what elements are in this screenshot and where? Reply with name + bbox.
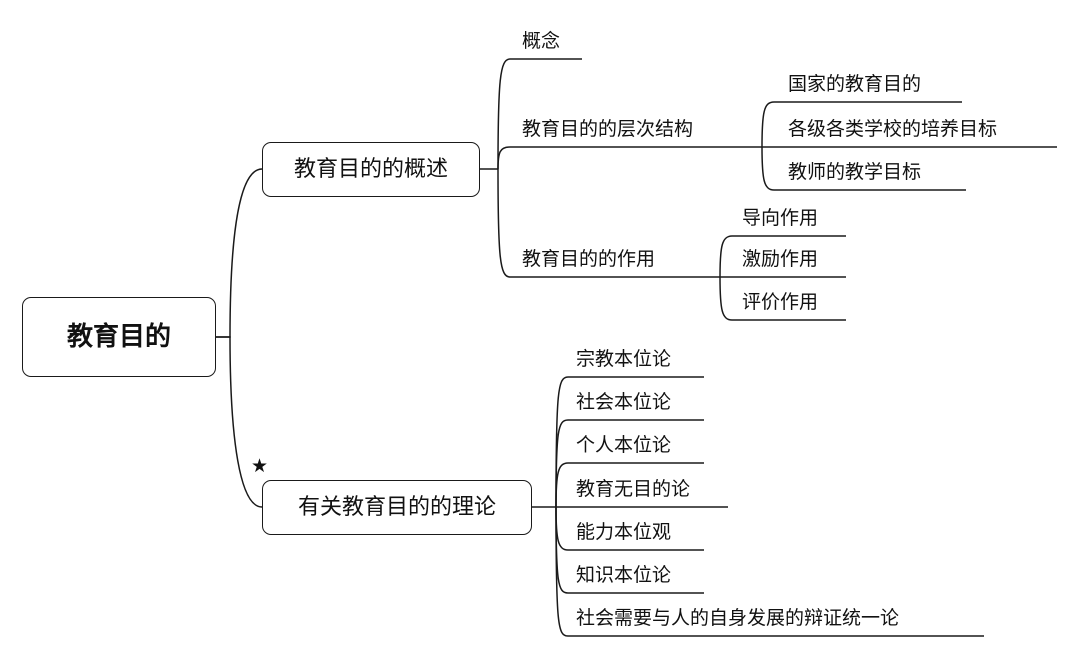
- node-religion-theory[interactable]: 宗教本位论: [576, 348, 672, 370]
- connector-hierarchy: [497, 146, 762, 170]
- connector-individual: [555, 462, 704, 508]
- node-no-aim-theory[interactable]: 教育无目的论: [576, 478, 691, 500]
- node-guide[interactable]: 导向作用: [742, 207, 819, 229]
- node-dialectic-theory[interactable]: 社会需要与人的自身发展的辩证统一论: [576, 607, 900, 629]
- root-node[interactable]: 教育目的: [22, 297, 216, 377]
- connector-root-branch1: [216, 168, 263, 338]
- connector-root-branch2: [216, 336, 263, 508]
- branch-theories[interactable]: 有关教育目的的理论: [262, 480, 532, 535]
- connector-evaluate: [719, 276, 846, 321]
- node-teacher-goal[interactable]: 教师的教学目标: [788, 161, 922, 183]
- star-icon: ★: [251, 455, 269, 477]
- connector-guide: [719, 235, 846, 278]
- node-school-goal[interactable]: 各级各类学校的培养目标: [788, 118, 998, 140]
- node-national-aim[interactable]: 国家的教育目的: [788, 73, 922, 95]
- connector-function: [497, 168, 720, 278]
- node-hierarchy[interactable]: 教育目的的层次结构: [522, 118, 694, 140]
- connector-dialectic: [555, 506, 984, 637]
- node-evaluate[interactable]: 评价作用: [742, 291, 819, 313]
- node-ability-theory[interactable]: 能力本位观: [576, 521, 672, 543]
- node-motivate[interactable]: 激励作用: [742, 248, 819, 270]
- node-social-theory[interactable]: 社会本位论: [576, 391, 672, 413]
- node-function[interactable]: 教育目的的作用: [522, 248, 656, 270]
- node-concept[interactable]: 概念: [522, 30, 561, 52]
- node-individual-theory[interactable]: 个人本位论: [576, 434, 672, 456]
- connector-concept: [497, 58, 582, 170]
- branch-overview[interactable]: 教育目的的概述: [262, 142, 480, 197]
- connector-teacher: [761, 146, 966, 191]
- node-knowledge-theory[interactable]: 知识本位论: [576, 564, 672, 586]
- connector-national: [761, 101, 962, 148]
